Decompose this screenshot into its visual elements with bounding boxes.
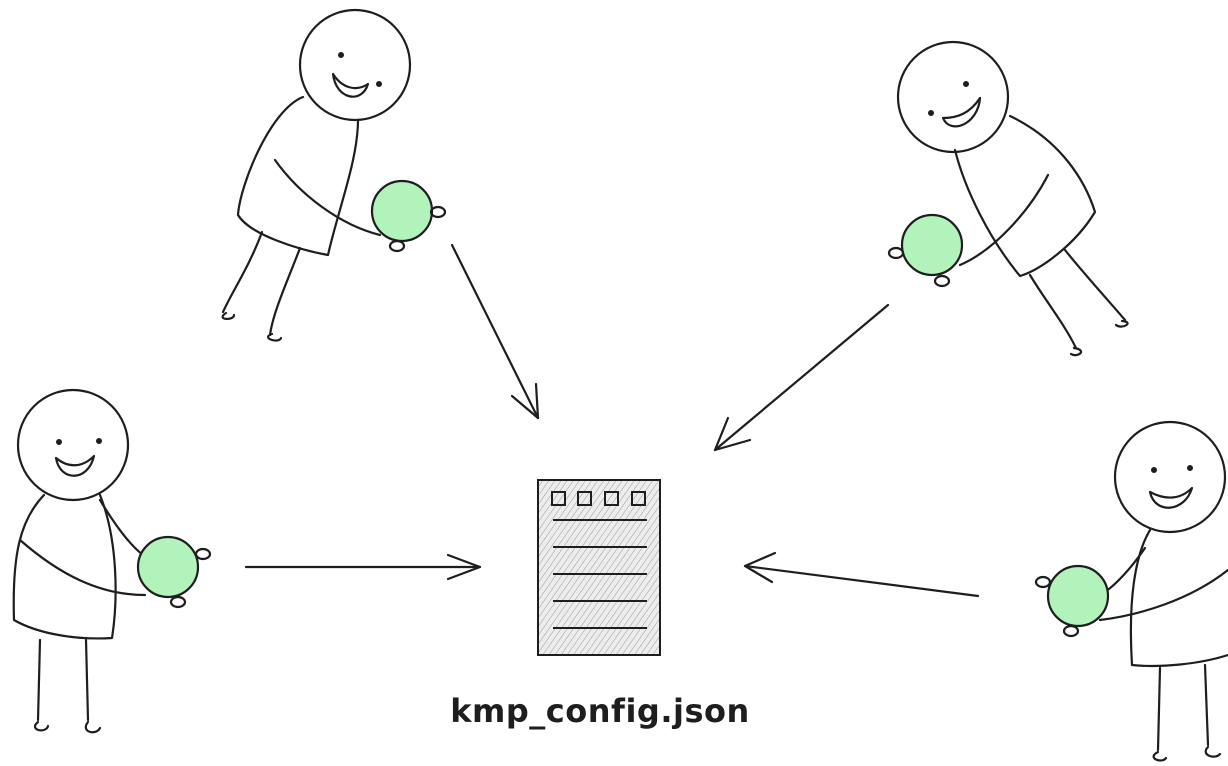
ball [1046, 564, 1110, 628]
arrow-bottom-left-to-file [244, 553, 482, 581]
person-bottom-right [1034, 420, 1228, 762]
ball [370, 179, 434, 243]
arrow-bottom-right-to-file [743, 551, 980, 598]
ball [136, 535, 200, 599]
arrow-top-left-to-file [450, 243, 540, 420]
json-file-icon [537, 479, 661, 656]
arrow-top-right-to-file [713, 303, 890, 452]
person-bottom-left [12, 388, 212, 734]
file-name-label: kmp_config.json [450, 692, 750, 730]
person-top-left [221, 8, 447, 342]
person-top-right [887, 40, 1129, 357]
ball [900, 213, 964, 277]
